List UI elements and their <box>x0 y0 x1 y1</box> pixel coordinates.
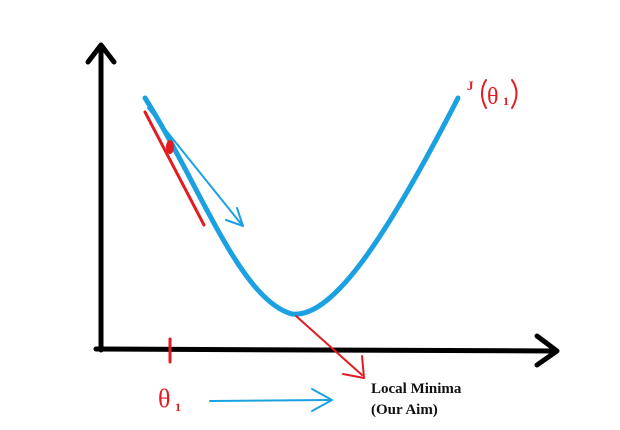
curve-label: J θ 1 <box>467 78 518 110</box>
x-marker-symbol: θ <box>158 384 170 413</box>
curve-label-prefix: J <box>467 78 474 93</box>
x-marker-subscript: 1 <box>175 400 181 414</box>
curve-label-right-paren <box>511 79 518 109</box>
annotation-line-1: Local Minima <box>371 381 462 397</box>
x-marker-label: θ 1 <box>158 384 181 414</box>
cost-curve <box>142 95 461 317</box>
curve-label-left-paren <box>481 79 487 109</box>
gradient-arrow-icon <box>147 107 244 227</box>
y-axis-arrow-icon <box>85 42 117 65</box>
annotation-line-2: (Our Aim) <box>371 402 438 418</box>
tangent-line <box>143 110 206 227</box>
point-dot-icon <box>166 140 174 154</box>
curve-label-symbol: θ <box>487 84 499 110</box>
x-axis <box>93 346 558 354</box>
x-axis-arrow-icon <box>534 333 560 368</box>
direction-arrow-icon <box>209 388 333 412</box>
minima-pointer-arrow-icon <box>295 315 365 379</box>
axes <box>85 42 560 368</box>
curve-label-subscript: 1 <box>503 94 509 108</box>
